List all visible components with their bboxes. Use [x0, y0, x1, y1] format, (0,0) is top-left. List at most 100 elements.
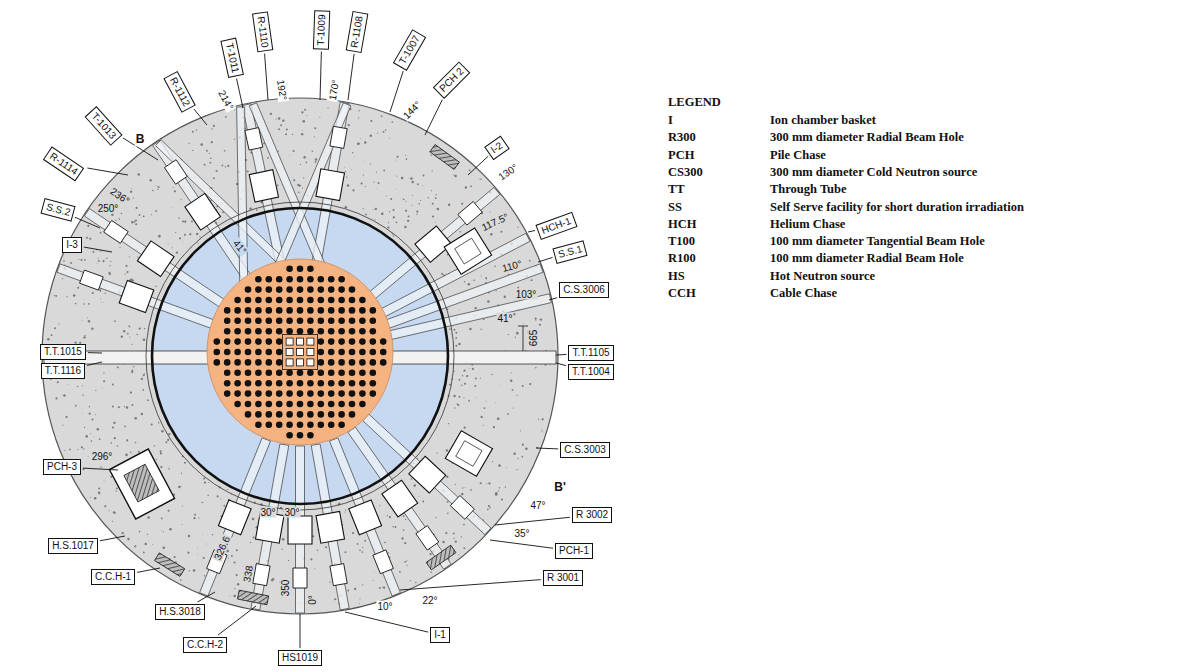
box-inner	[455, 238, 481, 264]
speck	[417, 183, 419, 185]
speck	[418, 203, 420, 205]
fuel-position	[255, 307, 262, 314]
hatched-chase	[430, 145, 460, 170]
speck	[454, 407, 456, 409]
legend-text: LEGEND	[668, 96, 721, 110]
speck	[117, 445, 119, 447]
speck	[352, 532, 354, 534]
fuel-position	[370, 380, 377, 387]
speck	[325, 546, 327, 548]
speck	[364, 141, 366, 143]
speck	[474, 385, 476, 387]
speck	[464, 487, 466, 489]
speck	[90, 433, 91, 434]
speck	[95, 390, 96, 391]
speck	[412, 205, 413, 206]
speck	[300, 164, 301, 165]
fuel-position	[297, 286, 304, 293]
fuel-position	[255, 318, 262, 325]
speck	[180, 579, 182, 581]
speck	[270, 113, 272, 115]
speck	[404, 561, 406, 563]
control-position	[286, 338, 293, 345]
fuel-position	[297, 411, 304, 418]
speck	[121, 213, 122, 214]
leader-line	[83, 468, 118, 470]
legend-text: Hot Neutron source	[770, 270, 875, 284]
speck	[157, 186, 159, 188]
fuel-position	[234, 297, 241, 304]
speck	[474, 279, 476, 281]
speck	[182, 240, 184, 242]
fuel-position	[255, 349, 262, 356]
fuel-position	[245, 390, 252, 397]
speck	[205, 543, 207, 545]
speck	[430, 572, 431, 573]
speck	[405, 155, 406, 156]
fuel-position	[286, 328, 293, 335]
speck	[110, 261, 111, 262]
speck	[346, 177, 347, 178]
speck	[535, 367, 536, 368]
fuel-position	[297, 328, 304, 335]
fuel-position	[328, 276, 335, 283]
speck	[106, 257, 108, 259]
speck	[115, 513, 116, 514]
fuel-position	[318, 297, 325, 304]
speck	[461, 493, 463, 495]
fuel-position	[266, 411, 273, 418]
fuel-position	[338, 359, 345, 366]
speck	[168, 510, 170, 512]
speck	[253, 537, 255, 539]
fuel-position	[328, 401, 335, 408]
speck	[116, 490, 117, 491]
fuel-position	[245, 370, 252, 377]
speck	[303, 177, 304, 178]
speck	[77, 386, 78, 387]
speck	[98, 492, 101, 495]
speck	[134, 545, 136, 547]
speck	[66, 416, 68, 418]
speck	[535, 317, 537, 319]
speck	[119, 247, 120, 248]
speck	[370, 163, 371, 164]
fuel-position	[307, 380, 314, 387]
speck	[481, 276, 482, 277]
speck	[92, 251, 94, 253]
speck	[108, 510, 109, 511]
speck	[506, 467, 508, 469]
callout-box: T-1007	[393, 29, 426, 71]
speck	[389, 516, 391, 518]
speck	[100, 298, 102, 300]
fuel-position	[276, 349, 283, 356]
fuel-position	[328, 422, 335, 429]
section-mark: B'	[553, 481, 567, 494]
fuel-position	[286, 422, 293, 429]
chase-inner	[124, 464, 159, 502]
speck	[358, 602, 360, 604]
fuel-position	[255, 422, 262, 429]
angle-label: 30°	[259, 507, 276, 518]
fuel-position	[349, 307, 356, 314]
speck	[188, 535, 190, 537]
leader-line	[300, 614, 301, 648]
fuel-position	[245, 349, 252, 356]
speck	[121, 335, 123, 337]
speck	[181, 523, 183, 525]
speck	[67, 383, 69, 385]
speck	[458, 309, 460, 311]
fuel-position	[255, 286, 262, 293]
callout-text: R-1110	[255, 16, 271, 49]
speck	[513, 452, 515, 454]
speck	[95, 414, 96, 415]
speck	[206, 150, 208, 152]
callout-box: T-1013	[85, 106, 123, 146]
speck	[86, 237, 88, 239]
speck	[405, 519, 406, 520]
fuel-position	[370, 349, 377, 356]
plug-block	[458, 202, 482, 226]
fuel-position	[318, 328, 325, 335]
speck	[143, 374, 145, 376]
speck	[359, 550, 361, 552]
speck	[277, 184, 279, 186]
